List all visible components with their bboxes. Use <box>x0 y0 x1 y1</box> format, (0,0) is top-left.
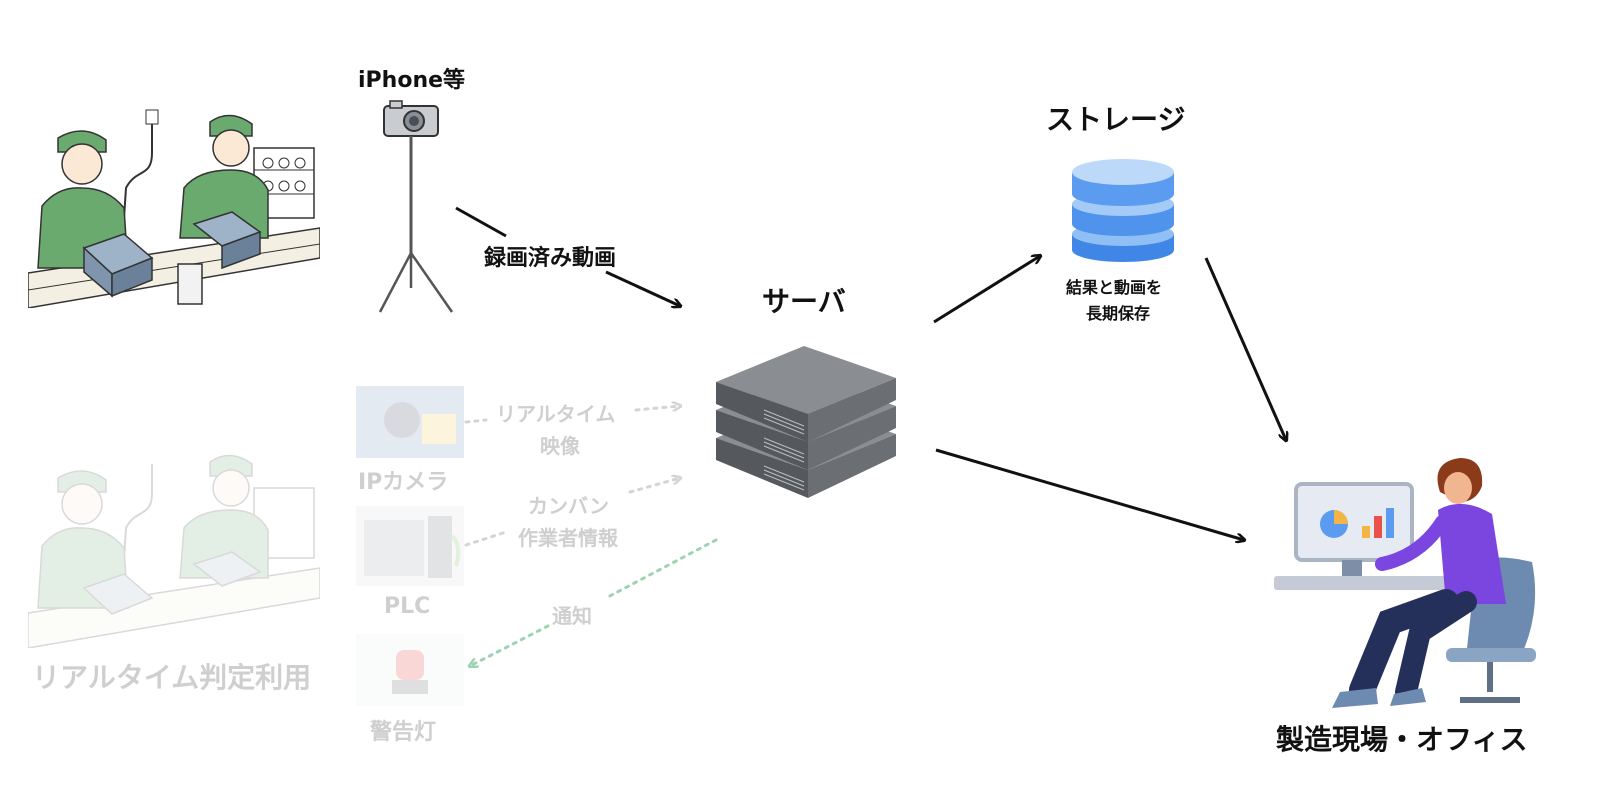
kanban-label-line1: カンバン <box>528 494 609 518</box>
database-icon <box>1072 159 1174 262</box>
camera-tripod-icon <box>378 100 454 313</box>
server-to-storage-arrow <box>933 256 1040 324</box>
warning-light-photo <box>356 634 464 706</box>
storage-note-line1: 結果と動画を <box>1066 278 1163 297</box>
notify-label: 通知 <box>552 604 592 628</box>
plc-photo <box>356 506 464 586</box>
realtime-video-arrow-b <box>634 406 680 410</box>
recorded-arrow-head <box>605 270 680 306</box>
site-office-label: 製造現場・オフィス <box>1276 723 1528 756</box>
storage-label: ストレージ <box>1046 103 1186 136</box>
notify-arrow-a <box>604 538 718 600</box>
realtime-use-label: リアルタイム判定利用 <box>32 661 312 694</box>
plc-label: PLC <box>384 594 431 619</box>
ip-camera-photo <box>356 386 464 458</box>
iphone-label: iPhone等 <box>358 68 466 93</box>
kanban-label-line2: 作業者情報 <box>518 526 618 550</box>
office-worker-illustration <box>1274 458 1536 708</box>
realtime-video-label-line2: 映像 <box>540 434 580 458</box>
factory-workers-illustration <box>28 108 320 308</box>
warning-light-label: 警告灯 <box>370 720 437 745</box>
kanban-arrow-a <box>464 530 508 547</box>
storage-note-line2: 長期保存 <box>1086 304 1151 323</box>
server-label: サーバ <box>762 285 846 318</box>
ip-camera-label: IPカメラ <box>358 470 449 495</box>
recorded-video-label: 録画済み動画 <box>484 246 617 271</box>
server-to-office-arrow <box>935 448 1244 540</box>
factory-workers-illustration-faded <box>28 454 320 648</box>
kanban-arrow-b <box>628 478 680 494</box>
storage-to-office-arrow <box>1204 257 1286 440</box>
realtime-video-arrow-a <box>464 418 488 424</box>
realtime-video-label-line1: リアルタイム <box>496 402 616 426</box>
server-stack-icon <box>716 346 896 498</box>
recorded-arrow-line <box>455 206 507 238</box>
notify-arrow-b <box>470 624 550 666</box>
